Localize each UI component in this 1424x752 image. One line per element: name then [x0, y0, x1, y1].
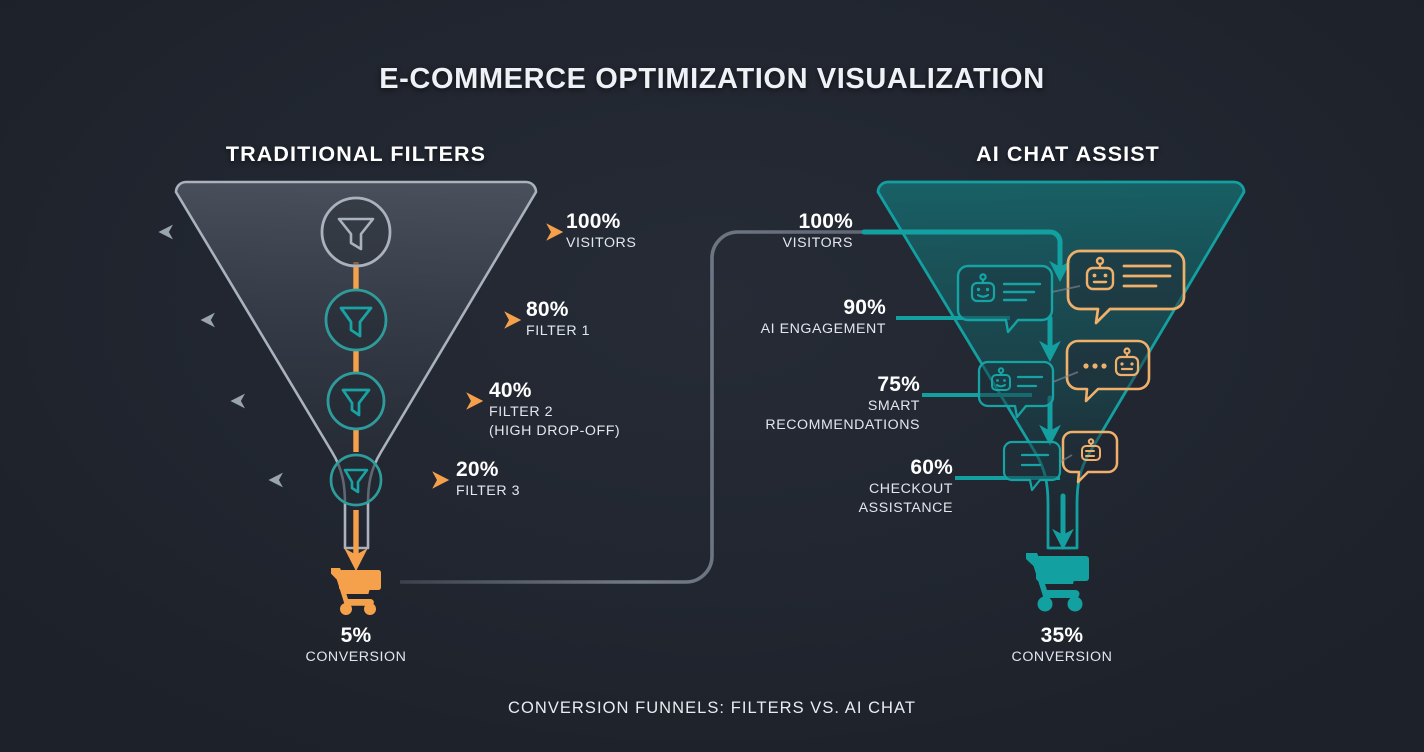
- section-heading-ai: AI CHAT ASSIST: [976, 142, 1160, 166]
- stage-percent: 100%: [566, 210, 621, 233]
- stage-caption: VISITORS: [782, 235, 853, 251]
- cart-icon-ai: [1026, 553, 1089, 612]
- left-stage-arrows: [378, 223, 564, 489]
- stage-label-right-3: 60% CHECKOUT ASSISTANCE: [688, 456, 953, 517]
- stage-label-left-3: 20% FILTER 3: [456, 458, 520, 501]
- typing-dots-icon: [1083, 363, 1107, 369]
- stage-label-right-0: 100% VISITORS: [638, 210, 853, 253]
- outcome-caption: CONVERSION: [305, 649, 407, 665]
- stage-percent: 100%: [798, 210, 853, 233]
- stage-percent: 40%: [489, 379, 532, 402]
- outcome-right: 35% CONVERSION: [962, 624, 1162, 667]
- stage-caption: CHECKOUT ASSISTANCE: [858, 481, 953, 516]
- chat-bubble-orange-1: [1066, 249, 1186, 325]
- chat-bubble-teal-3: [1002, 440, 1062, 492]
- chat-bubble-orange-2: [1065, 339, 1151, 403]
- stage-percent: 90%: [843, 296, 886, 319]
- cart-icon-traditional: [331, 568, 381, 615]
- chat-bubble-teal-2: [977, 360, 1055, 419]
- stage-caption: SMART RECOMMENDATIONS: [765, 398, 920, 433]
- robot-head-icon: [1081, 438, 1101, 461]
- robot-head-icon: [1085, 256, 1115, 291]
- stage-label-left-2: 40% FILTER 2 (HIGH DROP-OFF): [489, 379, 620, 440]
- stage-label-right-2: 75% SMART RECOMMENDATIONS: [638, 373, 920, 434]
- robot-head-icon: [970, 273, 996, 303]
- stage-percent: 75%: [877, 373, 920, 396]
- footer-caption: CONVERSION FUNNELS: FILTERS VS. AI CHAT: [508, 699, 916, 717]
- stage-caption: FILTER 2 (HIGH DROP-OFF): [489, 404, 621, 439]
- stage-percent: 80%: [526, 298, 569, 321]
- stage-label-right-1: 90% AI ENGAGEMENT: [638, 296, 886, 339]
- section-heading-traditional: TRADITIONAL FILTERS: [225, 142, 487, 166]
- robot-head-icon: [1114, 347, 1140, 377]
- filter-icon-2: [326, 371, 386, 431]
- funnel-connector-path: [400, 230, 880, 584]
- stage-caption: FILTER 3: [456, 483, 521, 499]
- filter-stage-icons: [320, 196, 392, 507]
- filter-icon-3: [329, 453, 383, 507]
- chat-bubble-teal-1: [956, 264, 1054, 334]
- page-title: E-COMMERCE OPTIMIZATION VISUALIZATION: [379, 63, 1045, 95]
- outcome-percent: 35%: [1040, 624, 1084, 647]
- robot-head-icon: [991, 367, 1011, 391]
- filter-icon-1: [324, 288, 388, 352]
- outcome-left: 5% CONVERSION: [256, 624, 456, 667]
- stage-caption: VISITORS: [566, 235, 637, 251]
- stage-label-left-0: 100% VISITORS: [566, 210, 636, 253]
- outcome-caption: CONVERSION: [1011, 649, 1113, 665]
- bubble-link-lines: [1051, 285, 1081, 463]
- stage-percent: 60%: [910, 456, 953, 479]
- stage-percent: 20%: [456, 458, 499, 481]
- stage-caption: FILTER 1: [526, 323, 591, 339]
- stage-caption: AI ENGAGEMENT: [760, 321, 886, 337]
- filter-icon-0: [320, 196, 392, 268]
- outcome-percent: 5%: [340, 624, 372, 647]
- stage-label-left-1: 80% FILTER 1: [526, 298, 590, 341]
- chat-bubble-orange-3: [1061, 430, 1119, 484]
